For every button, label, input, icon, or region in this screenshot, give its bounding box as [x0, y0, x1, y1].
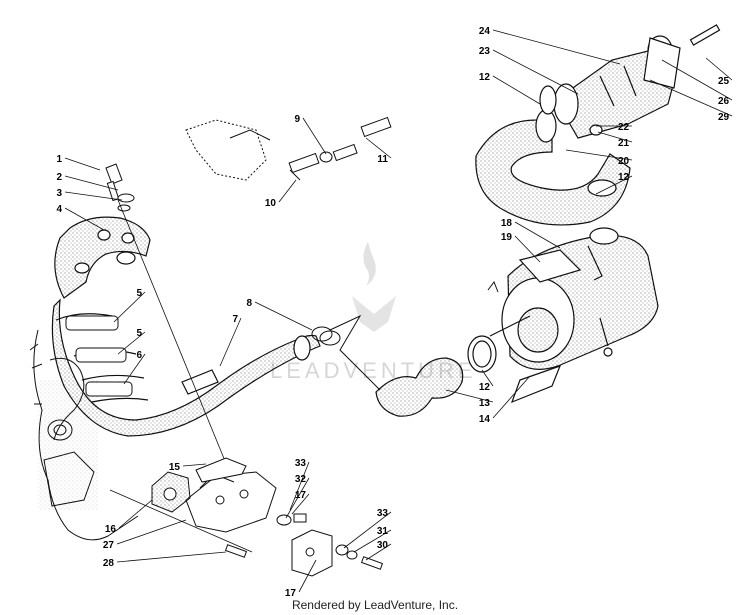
callout-15: 15: [169, 462, 181, 473]
leader-32: [285, 477, 310, 519]
callout-25: 25: [718, 76, 730, 87]
leader-1: [64, 157, 101, 171]
leader-10: [278, 179, 297, 203]
leader-3: [64, 191, 123, 201]
leader-19: [514, 235, 541, 263]
callout-30: 30: [377, 540, 389, 551]
leader-11: [365, 137, 392, 159]
leader-rod: [109, 489, 253, 553]
leader-2: [64, 175, 119, 191]
leader-12b: [595, 175, 633, 195]
leader-6: [123, 353, 146, 385]
leader-4: [64, 207, 105, 231]
callout-28: 28: [103, 558, 115, 569]
callout-33b: 33: [377, 508, 389, 519]
leader-15: [182, 463, 207, 467]
leader-7: [219, 317, 242, 367]
callout-20: 20: [618, 156, 630, 167]
leader-16: [118, 499, 153, 529]
callout-5a: 5: [136, 288, 142, 299]
callout-10: 10: [265, 198, 277, 209]
leader-14: [492, 375, 531, 419]
leader-5a: [113, 291, 146, 323]
callout-26: 26: [718, 96, 730, 107]
leader-24: [492, 29, 621, 65]
callout-32: 32: [295, 474, 307, 485]
pipe-clamps: [65, 315, 133, 397]
leader-31: [353, 529, 392, 553]
leader-9: [302, 117, 327, 155]
callout-33a: 33: [295, 458, 307, 469]
leader-20: [565, 149, 633, 161]
leader-33b: [343, 511, 392, 549]
callout-29: 29: [718, 112, 730, 123]
leader-12c: [481, 369, 494, 387]
callout-27: 27: [103, 540, 115, 551]
leader-29: [649, 79, 733, 117]
upper-pipe-section: [539, 24, 721, 139]
callout-6: 6: [136, 350, 142, 361]
callout-31: 31: [377, 526, 389, 537]
callout-5b: 5: [136, 328, 142, 339]
callout-22: 22: [618, 122, 630, 133]
callout-labels: 1234556789101112121213141516171718192021…: [56, 26, 729, 599]
leader-lines: [64, 29, 733, 593]
footer-credit: Rendered by LeadVenture, Inc.: [291, 598, 459, 612]
callout-3: 3: [56, 188, 62, 199]
callout-19: 19: [501, 232, 513, 243]
callout-12b: 12: [618, 172, 630, 183]
callout-18: 18: [501, 218, 513, 229]
leader-28: [116, 551, 227, 563]
hanger-hook: [487, 280, 499, 293]
callout-14: 14: [479, 414, 491, 425]
linkage-assembly: [185, 116, 392, 181]
exhaust-spring: [311, 314, 381, 391]
callout-16: 16: [105, 524, 117, 535]
leader-27: [116, 519, 187, 545]
leader-26: [661, 59, 733, 101]
callout-12a: 12: [479, 72, 491, 83]
callout-7: 7: [232, 314, 238, 325]
spring-mount-hardware: [276, 513, 384, 577]
callout-9: 9: [294, 114, 300, 125]
callout-11: 11: [377, 154, 388, 165]
callout-12c: 12: [479, 382, 491, 393]
callout-24: 24: [479, 26, 491, 37]
callout-2: 2: [56, 172, 62, 183]
leader-30: [365, 543, 392, 561]
callout-8: 8: [246, 298, 252, 309]
callout-17a: 17: [295, 490, 307, 501]
leader-12a: [492, 75, 541, 105]
tailpipe-elbow: [475, 109, 631, 226]
leader-13: [445, 389, 494, 403]
callout-1: 1: [56, 154, 62, 165]
leader-25: [705, 57, 733, 81]
leader-21: [597, 131, 633, 143]
exhaust-pipe: [51, 298, 321, 437]
callout-21: 21: [618, 138, 630, 149]
coupling-hose: [375, 335, 497, 417]
leader-8: [254, 301, 313, 331]
leader-23: [492, 49, 579, 95]
callout-17b: 17: [285, 588, 297, 599]
leader-33a: [289, 461, 310, 511]
mounting-bracket: [151, 457, 277, 558]
muffler: [489, 227, 659, 404]
leader-17b: [298, 559, 317, 593]
leader-5b: [117, 331, 146, 355]
leader-17a: [291, 493, 310, 515]
callout-13: 13: [479, 398, 491, 409]
leader-18: [514, 221, 561, 249]
callout-23: 23: [479, 46, 491, 57]
callout-4: 4: [56, 204, 62, 215]
